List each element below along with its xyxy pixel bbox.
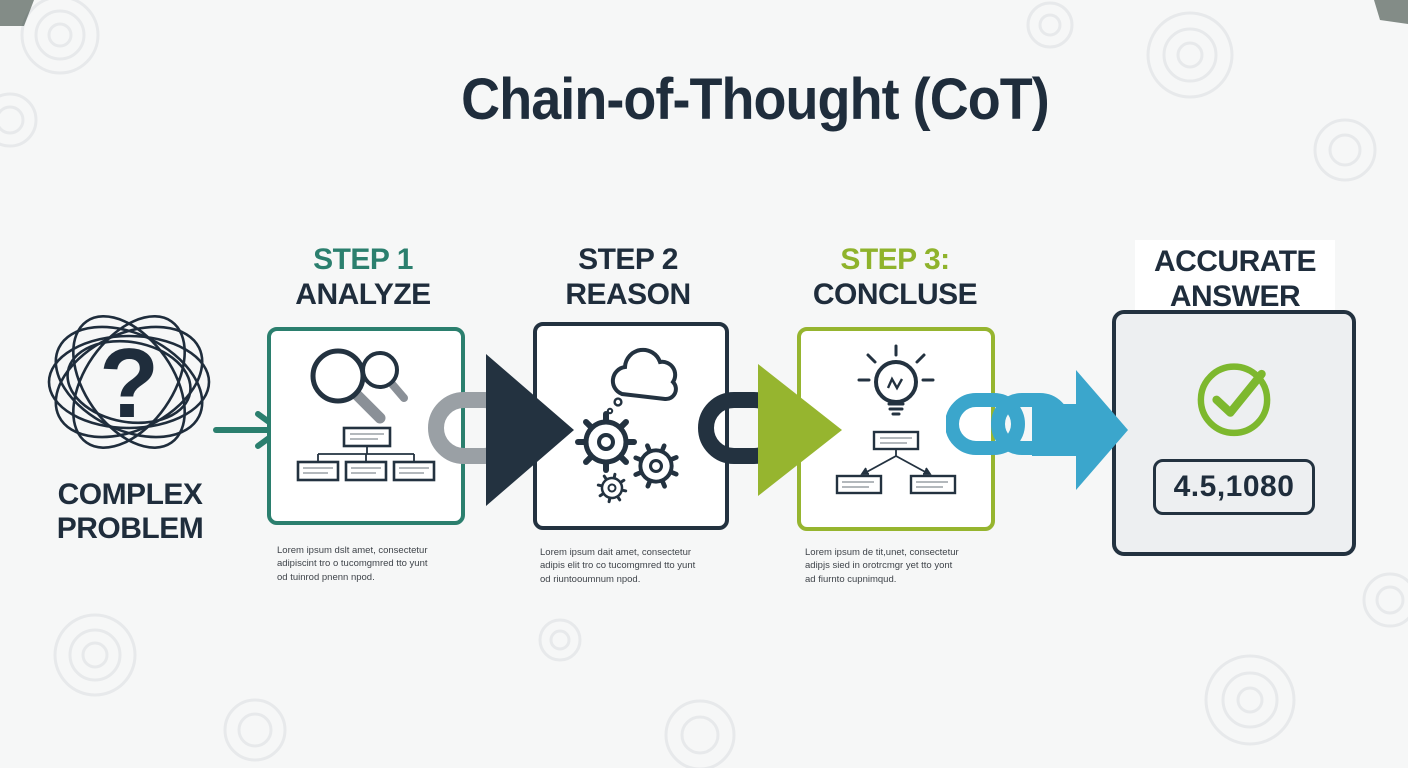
step-2-name: REASON [565, 278, 691, 312]
step-1-description: Lorem ipsum dslt amet, consectetur adipi… [277, 545, 428, 583]
step-2-heading: STEP 2 REASON [523, 242, 733, 313]
question-mark: ? [99, 328, 159, 438]
step-3-description: Lorem ipsum de tit,unet, consectetur adi… [805, 547, 959, 585]
complex-problem-label: COMPLEX PROBLEM [56, 478, 204, 545]
answer-value: 4.5,1080 [1152, 459, 1316, 515]
lightbulb-decision-icon [835, 344, 957, 495]
step-3-box [797, 327, 995, 531]
step-3-label: STEP 3: [840, 243, 950, 276]
chain-link-arrow-3 [946, 370, 1128, 490]
check-circle-icon [1197, 363, 1271, 437]
arrow-right-icon [486, 354, 574, 506]
arrow-right-icon [758, 364, 842, 496]
answer-box: 4.5,1080 [1112, 310, 1356, 556]
magnifier-analysis-icon [296, 348, 436, 482]
answer-heading: ACCURATE ANSWER [1135, 240, 1335, 319]
page-title: Chain-of-Thought (CoT) [461, 67, 1050, 132]
step-2-label: STEP 2 [578, 243, 678, 276]
step-3-heading: STEP 3: CONCLUSE [790, 242, 1000, 313]
chain-link-arrow-2 [698, 364, 842, 496]
step-2-box [533, 322, 729, 530]
chain-link-icon [946, 393, 1025, 455]
complex-problem-icon: ? [47, 315, 211, 449]
step-3-name: CONCLUSE [812, 278, 978, 312]
step-1-box [267, 327, 465, 525]
step-1-label: STEP 1 [313, 243, 413, 276]
step-1-name: ANALYZE [295, 278, 431, 312]
chain-link-arrow-1 [428, 354, 574, 506]
step-1-heading: STEP 1 ANALYZE [258, 242, 468, 313]
arrow-right-icon [1032, 370, 1128, 490]
gears-thought-icon [556, 347, 706, 507]
step-2-description: Lorem ipsum dait amet, consectetur adipi… [540, 547, 696, 585]
